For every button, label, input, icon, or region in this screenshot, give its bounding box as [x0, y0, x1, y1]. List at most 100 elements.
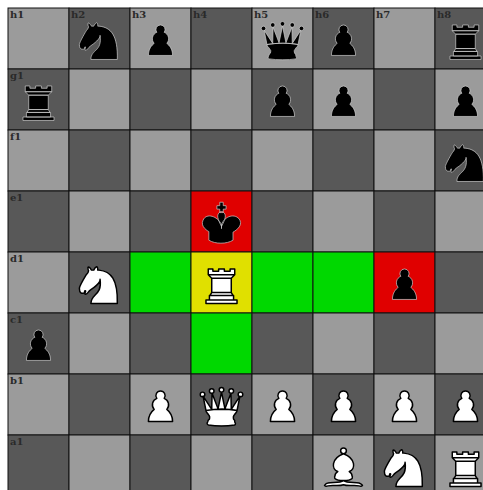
square-label: h4 — [193, 9, 207, 20]
board-square — [435, 130, 483, 191]
board-square — [191, 252, 252, 313]
board-square — [374, 374, 435, 435]
bishop-piece — [325, 448, 363, 486]
board-square — [191, 69, 252, 130]
square-label: h7 — [376, 9, 390, 20]
knight-piece — [445, 145, 483, 182]
board-square — [191, 435, 252, 490]
square-label: h2 — [71, 9, 85, 20]
board-square — [69, 191, 130, 252]
board-square — [252, 69, 313, 130]
board-square — [130, 435, 191, 490]
rook-piece — [450, 25, 481, 60]
board-square — [313, 374, 374, 435]
pawn-piece — [26, 330, 50, 360]
board-square — [313, 252, 374, 313]
board-square — [313, 191, 374, 252]
board-square — [252, 374, 313, 435]
pawn-piece — [148, 391, 172, 421]
board-square — [69, 435, 130, 490]
board-square — [191, 374, 252, 435]
board-square — [8, 313, 69, 374]
board-square — [69, 252, 130, 313]
board-square — [435, 69, 483, 130]
board-square — [69, 69, 130, 130]
square-label: c1 — [10, 314, 23, 325]
board-square — [130, 8, 191, 69]
board-square — [374, 130, 435, 191]
square-label: h8 — [437, 9, 451, 20]
board-square — [130, 130, 191, 191]
board-square — [374, 313, 435, 374]
board-square — [191, 8, 252, 69]
rook-piece — [206, 269, 237, 304]
square-label: h6 — [315, 9, 329, 20]
board-square — [191, 130, 252, 191]
board-square — [313, 435, 374, 490]
queen-piece — [261, 22, 304, 60]
pawn-piece — [148, 25, 172, 55]
board-square — [130, 69, 191, 130]
board-square — [69, 8, 130, 69]
board-square — [252, 435, 313, 490]
pawn-piece — [453, 391, 477, 421]
board-square — [191, 191, 252, 252]
board-square — [130, 191, 191, 252]
knight-piece — [79, 267, 117, 304]
board-square — [374, 435, 435, 490]
board-square — [313, 130, 374, 191]
board-square — [374, 8, 435, 69]
rook-piece — [23, 86, 54, 121]
board-square — [313, 313, 374, 374]
square-label: g1 — [10, 70, 24, 81]
queen-piece — [200, 388, 243, 426]
board-square — [8, 69, 69, 130]
board-square — [313, 8, 374, 69]
board-square — [374, 252, 435, 313]
board-square — [374, 69, 435, 130]
pawn-piece — [453, 86, 477, 116]
board-square — [435, 313, 483, 374]
board-square — [252, 313, 313, 374]
square-label: a1 — [10, 436, 23, 447]
board-square — [435, 374, 483, 435]
rook-piece — [450, 452, 481, 487]
board-square — [8, 130, 69, 191]
board-square — [252, 252, 313, 313]
board-square — [313, 69, 374, 130]
board-square — [435, 252, 483, 313]
knight-piece — [79, 23, 117, 60]
pawn-piece — [331, 86, 355, 116]
pawn-piece — [392, 269, 416, 299]
board-square — [69, 313, 130, 374]
board-square — [8, 374, 69, 435]
board-square — [69, 374, 130, 435]
pawn-piece — [392, 391, 416, 421]
square-label: e1 — [10, 192, 23, 203]
pawn-piece — [331, 25, 355, 55]
board-square — [8, 435, 69, 490]
board-square — [8, 191, 69, 252]
square-label: f1 — [10, 131, 21, 142]
board-square — [252, 8, 313, 69]
board-square — [252, 130, 313, 191]
pawn-piece — [331, 391, 355, 421]
king-piece — [202, 202, 240, 243]
knight-piece — [384, 450, 422, 487]
pawn-piece — [270, 86, 294, 116]
pawn-piece — [270, 391, 294, 421]
board-square — [130, 252, 191, 313]
board-square — [8, 8, 69, 69]
board-square — [435, 435, 483, 490]
board-square — [435, 8, 483, 69]
board-square — [191, 313, 252, 374]
board-square — [130, 313, 191, 374]
square-label: d1 — [10, 253, 24, 264]
square-label: h1 — [10, 9, 24, 20]
board-square — [130, 374, 191, 435]
board-square — [8, 252, 69, 313]
board-square — [374, 191, 435, 252]
square-label: h3 — [132, 9, 146, 20]
board-square — [69, 130, 130, 191]
